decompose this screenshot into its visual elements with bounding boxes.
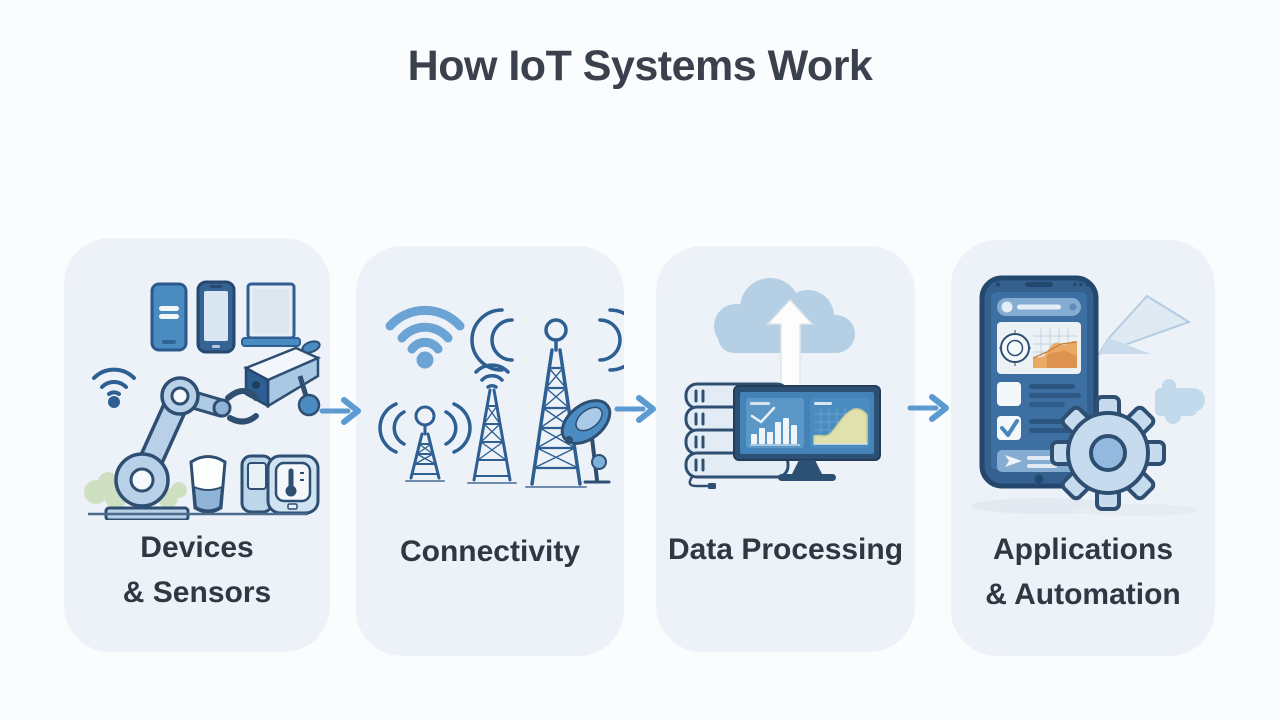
tablet-icon (241, 282, 301, 347)
gauge-icon (999, 330, 1031, 366)
app-chart-card (997, 322, 1081, 374)
smartphone-icon (150, 282, 188, 352)
checklist-item (997, 382, 1081, 407)
panel-label-line1: Data Processing (667, 533, 904, 566)
cell-tower-icon (470, 308, 624, 486)
panel-label: Data Processing (656, 527, 915, 572)
panel-label-line1: Connectivity (399, 535, 581, 568)
data-processing-illustration (684, 278, 881, 489)
ground-line (405, 480, 587, 488)
flow-arrow-icon (907, 394, 949, 422)
wifi-icon (385, 305, 465, 369)
connectivity-illustration (378, 305, 624, 488)
paper-plane-icon (1096, 294, 1192, 356)
send-icon (1005, 455, 1022, 467)
bar-chart (746, 398, 804, 448)
panel-label-line2: & Automation (985, 578, 1181, 611)
wifi-icon (92, 367, 136, 408)
flow-arrow-icon (614, 395, 656, 423)
panel-label: Connectivity (356, 529, 624, 574)
panel-connectivity: Connectivity (356, 246, 624, 656)
devices-sensors-illustration (84, 280, 322, 520)
panel-label-line1: Devices (140, 531, 254, 564)
gear-icon (1050, 395, 1166, 511)
cloud-upload-icon (714, 278, 855, 393)
satellite-dish-icon (560, 399, 612, 484)
panel-applications-automation: Applications & Automation (951, 240, 1215, 656)
flow-arrow-icon (319, 397, 361, 425)
robot-arm-icon (104, 376, 259, 520)
security-camera-icon (243, 340, 322, 417)
area-chart (810, 398, 870, 448)
search-bar (997, 298, 1081, 316)
smartphone-icon (196, 280, 236, 354)
puzzle-icon (1155, 379, 1205, 424)
plant-decoration (84, 472, 187, 509)
smart-speaker-icon (189, 455, 227, 514)
page-title: How IoT Systems Work (407, 42, 873, 90)
shadow (1074, 504, 1198, 516)
monitor-dashboard-icon (733, 385, 881, 481)
thermostat-icon (240, 454, 320, 515)
panel-data-processing: Data Processing (656, 246, 915, 652)
panel-label: Applications & Automation (951, 527, 1215, 617)
panel-label-line1: Applications (992, 533, 1173, 566)
panel-label: Devices & Sensors (64, 525, 330, 615)
cell-tower-icon (378, 402, 472, 480)
cell-tower-icon (472, 363, 512, 482)
home-button (1034, 474, 1044, 484)
panel-devices-sensors: Devices & Sensors (64, 238, 330, 652)
applications-automation-illustration (971, 275, 1205, 516)
panel-label-line2: & Sensors (122, 576, 272, 609)
